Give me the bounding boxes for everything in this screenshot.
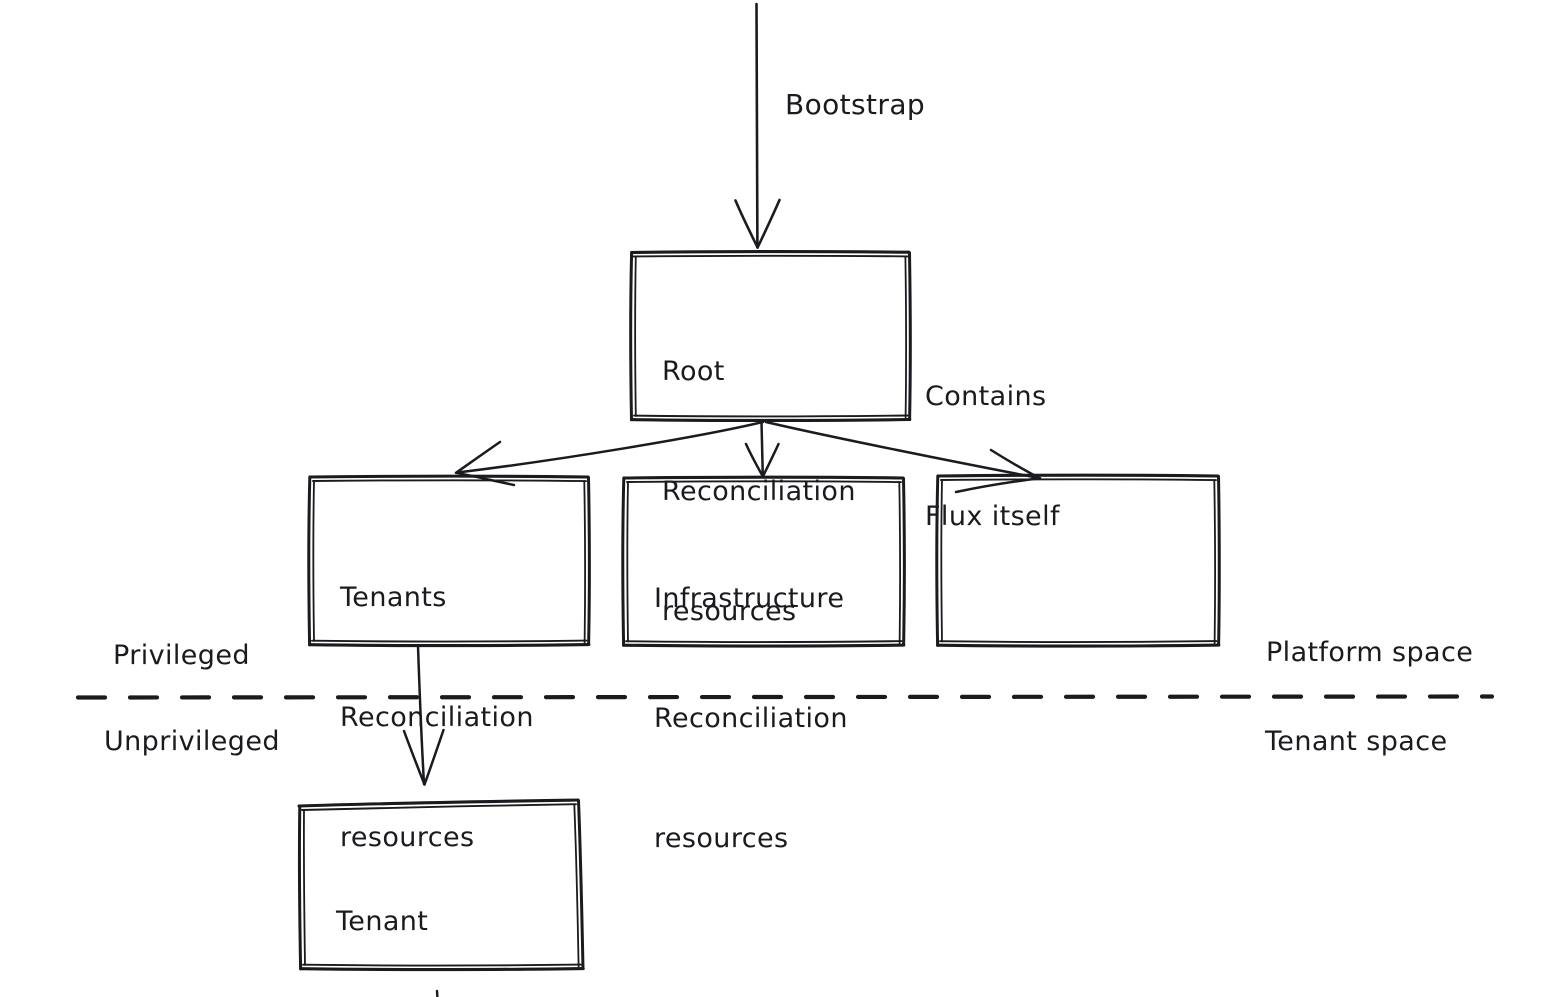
label-unprivileged: Unprivileged bbox=[104, 726, 280, 757]
edge-root-to-infrastructure bbox=[744, 420, 780, 478]
node-box-tenants[interactable] bbox=[307, 474, 591, 648]
annotation-contains-line2: Flux itself bbox=[925, 501, 1060, 532]
label-tenant-space: Tenant space bbox=[1265, 726, 1448, 757]
node-box-infrastructure[interactable] bbox=[621, 475, 906, 648]
edge-bootstrap-to-root bbox=[734, 2, 781, 249]
edge-tenants-to-tenant bbox=[402, 644, 445, 786]
label-privileged: Privileged bbox=[113, 640, 250, 671]
node-box-root[interactable] bbox=[629, 250, 912, 423]
label-platform-space: Platform space bbox=[1266, 637, 1474, 668]
edge-label-bootstrap: Bootstrap bbox=[785, 88, 926, 121]
annotation-contains-flux: Contains Flux itself bbox=[925, 297, 1060, 617]
edge-root-to-tenants bbox=[454, 420, 765, 487]
divider-dashed-line bbox=[75, 694, 1495, 700]
node-box-empty[interactable] bbox=[935, 473, 1221, 648]
node-box-tenant[interactable] bbox=[297, 798, 585, 972]
annotation-contains-line1: Contains bbox=[925, 381, 1047, 412]
